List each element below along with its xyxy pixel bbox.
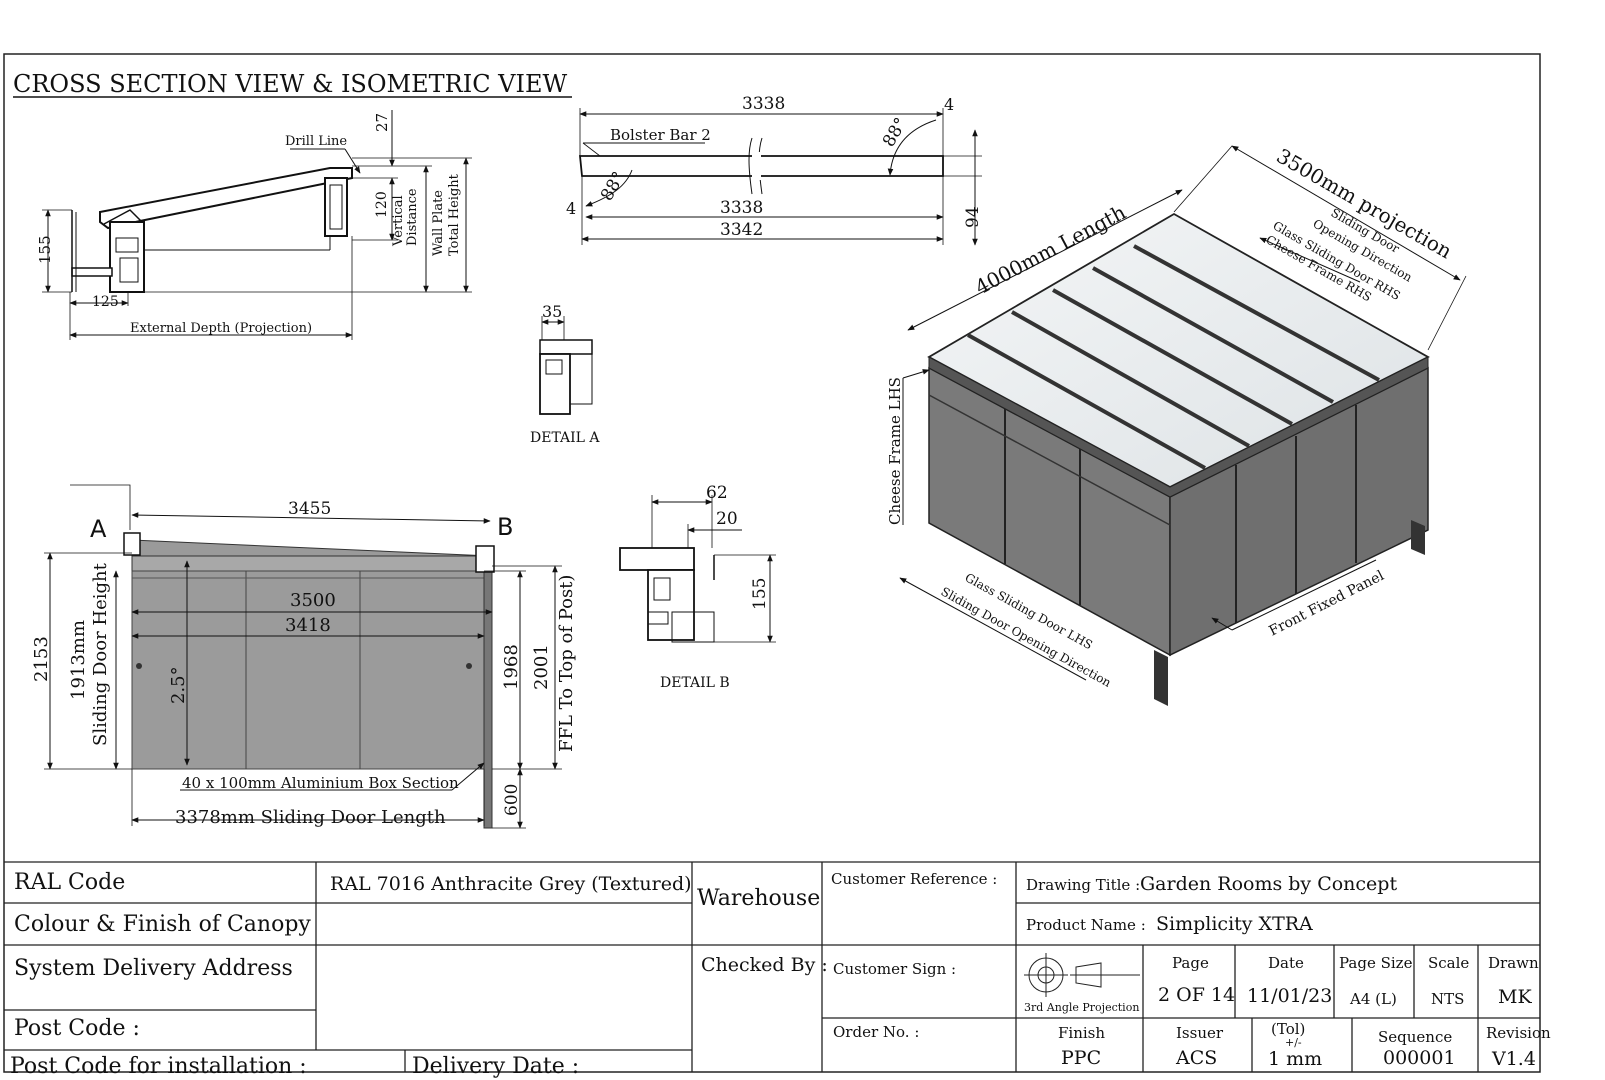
drawn-value: MK	[1498, 986, 1532, 1008]
order-no-label: Order No. :	[833, 1023, 920, 1041]
customer-sign-label: Customer Sign :	[833, 960, 957, 978]
ral-code-label: RAL Code	[14, 870, 126, 895]
side-dim-600: 600	[502, 784, 522, 816]
bolster-angle-right: 88°	[879, 114, 911, 150]
section-label-a: A	[90, 515, 107, 543]
wall-plate-line1: Wall Plate	[431, 190, 446, 256]
side-dim-3500: 3500	[290, 590, 336, 611]
issuer-label: Issuer	[1176, 1024, 1224, 1042]
side-dim-3418: 3418	[285, 615, 331, 636]
detail-b-view: 62 20 155 DETAIL B	[619, 483, 776, 691]
third-angle-projection-symbol	[1024, 953, 1140, 997]
ffl-label: FFL To Top of Post)	[556, 575, 577, 752]
side-dim-1968: 1968	[501, 644, 522, 690]
roof-angle: 2.5°	[168, 666, 189, 704]
side-dim-2153: 2153	[31, 636, 52, 682]
bolster-dim-bottom: 3342	[720, 220, 763, 240]
drawing-title-value: Garden Rooms by Concept	[1140, 873, 1398, 895]
page-label: Page	[1172, 954, 1209, 972]
door-length-label: 3378mm Sliding Door Length	[175, 807, 446, 828]
bolster-dim-94: 94	[963, 206, 983, 228]
external-depth-label: External Depth (Projection)	[130, 321, 312, 336]
detail-a-label: DETAIL A	[530, 430, 600, 446]
dim-125: 125	[92, 294, 119, 310]
product-name-value: Simplicity XTRA	[1156, 913, 1313, 935]
vertical-distance-line2: Distance	[405, 188, 420, 246]
vertical-distance-line1: Vertical	[391, 195, 406, 247]
scale-label: Scale	[1428, 954, 1470, 972]
date-value: 11/01/23	[1247, 985, 1333, 1007]
bolster-bar-view: 3338 4 Bolster Bar 2 88° 88° 4 3338 3342…	[566, 94, 983, 246]
revision-value: V1.4	[1492, 1048, 1536, 1070]
finish-label: Finish	[1058, 1024, 1106, 1042]
drill-line-label: Drill Line	[285, 134, 347, 149]
colour-finish-label: Colour & Finish of Canopy	[14, 912, 311, 937]
tolerance-value: 1 mm	[1268, 1048, 1323, 1070]
detail-a-view: 35 DETAIL A	[530, 302, 600, 446]
detail-a-dim-35: 35	[542, 302, 562, 321]
drawing-title-label: Drawing Title :	[1026, 876, 1141, 894]
finish-value: PPC	[1061, 1047, 1102, 1069]
bolster-dim-4-left: 4	[566, 199, 576, 218]
box-section-label: 40 x 100mm Aluminium Box Section	[182, 774, 459, 792]
wall-plate-line2: Total Height	[447, 173, 462, 256]
dim-27: 27	[373, 113, 391, 132]
bolster-dim-mid: 3338	[720, 198, 763, 218]
cross-section-view: Drill Line 27 155 120 Vertical Distance …	[36, 110, 472, 340]
iso-cheese-lhs-label: Cheese Frame LHS	[886, 377, 904, 525]
door-height-line2: Sliding Door Height	[90, 562, 111, 746]
sequence-label: Sequence	[1378, 1028, 1453, 1046]
customer-reference-label: Customer Reference :	[831, 870, 998, 888]
dim-155-left: 155	[36, 235, 54, 264]
detail-b-label: DETAIL B	[660, 675, 730, 691]
dim-120: 120	[374, 191, 390, 218]
projection-label: 3rd Angle Projection	[1024, 1001, 1140, 1014]
tolerance-label: (Tol)	[1271, 1020, 1306, 1038]
tolerance-sub: +/-	[1285, 1036, 1302, 1049]
post-code-installation-label: Post Code for installation :	[10, 1054, 307, 1079]
detail-b-dim-20: 20	[716, 509, 738, 529]
post-code-label: Post Code :	[14, 1016, 140, 1041]
bolster-dim-top: 3338	[742, 94, 785, 114]
bolster-bar-label: Bolster Bar 2	[610, 126, 711, 144]
checked-by-label: Checked By :	[701, 954, 828, 976]
revision-label: Revision	[1486, 1024, 1551, 1042]
page-size-value: A4 (L)	[1350, 990, 1397, 1008]
delivery-date-label: Delivery Date :	[412, 1054, 580, 1079]
side-dim-2001: 2001	[531, 644, 552, 690]
detail-b-dim-155: 155	[750, 578, 770, 610]
delivery-address-label: System Delivery Address	[14, 956, 293, 981]
warehouse-label: Warehouse	[697, 886, 821, 911]
section-label-b: B	[497, 513, 513, 541]
drawn-label: Drawn	[1488, 954, 1539, 972]
detail-b-dim-62: 62	[706, 483, 728, 503]
product-name-label: Product Name :	[1026, 916, 1146, 934]
door-height-line1: 1913mm	[68, 620, 89, 700]
page-size-label: Page Size	[1339, 954, 1413, 972]
side-elevation-view: A B 3455 3500 3418 2153 1913mm Sliding D…	[31, 484, 577, 829]
bolster-dim-4-top: 4	[944, 95, 954, 114]
ral-code-value: RAL 7016 Anthracite Grey (Textured)	[330, 873, 692, 895]
page-value: 2 OF 14	[1158, 984, 1236, 1006]
scale-value: NTS	[1431, 990, 1465, 1008]
date-label: Date	[1268, 954, 1304, 972]
sequence-value: 000001	[1383, 1047, 1456, 1069]
side-dim-3455: 3455	[288, 499, 331, 519]
title-block-grid	[4, 861, 1540, 1072]
sheet-border	[3, 53, 1541, 1073]
page-title: CROSS SECTION VIEW & ISOMETRIC VIEW	[13, 70, 568, 98]
issuer-value: ACS	[1176, 1047, 1218, 1069]
